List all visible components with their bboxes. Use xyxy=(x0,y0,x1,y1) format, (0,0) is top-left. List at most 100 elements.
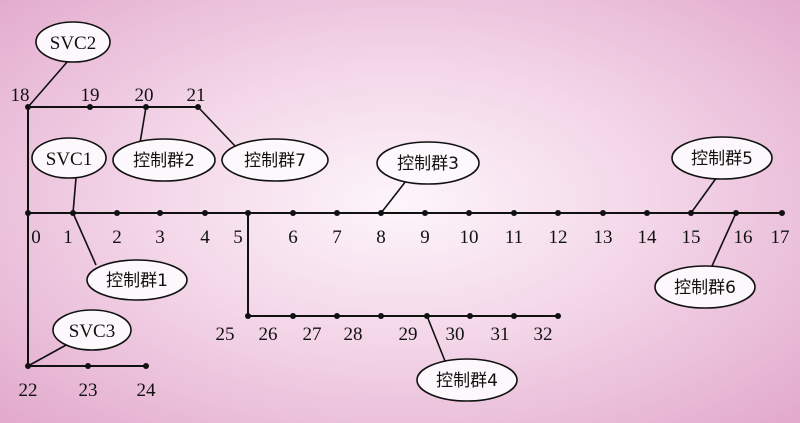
svc1-label: SVC1 xyxy=(46,149,92,170)
node-28-dot xyxy=(378,313,384,319)
node-11-dot xyxy=(511,210,517,216)
leader-group3 xyxy=(380,180,407,214)
group7-ellipse xyxy=(221,138,329,182)
node-1-dot xyxy=(70,210,76,216)
node-label-11: 11 xyxy=(505,227,523,248)
leader-group1 xyxy=(72,212,97,266)
leader-svc2 xyxy=(27,60,69,108)
group4-callout: 控制群4 xyxy=(416,358,518,402)
group4-ellipse xyxy=(416,358,518,402)
svc2-callout: SVC2 xyxy=(35,21,111,63)
node-label-30: 30 xyxy=(446,324,465,345)
node-25-dot xyxy=(245,313,251,319)
node-4-dot xyxy=(202,210,208,216)
node-13-dot xyxy=(600,210,606,216)
group6-label: 控制群6 xyxy=(674,278,736,298)
node-label-7: 7 xyxy=(332,227,342,248)
node-5-dot xyxy=(245,210,251,216)
node-label-31: 31 xyxy=(491,324,510,345)
node-label-27: 27 xyxy=(303,324,322,345)
node-9-dot xyxy=(422,210,428,216)
node-label-9: 9 xyxy=(420,227,430,248)
node-label-4: 4 xyxy=(200,227,210,248)
node-30-dot xyxy=(467,313,473,319)
group6-callout: 控制群6 xyxy=(654,265,756,309)
group2-label: 控制群2 xyxy=(133,151,195,171)
node-label-16: 16 xyxy=(734,227,753,248)
node-24-dot xyxy=(143,363,149,369)
group3-callout: 控制群3 xyxy=(376,141,480,185)
node-label-6: 6 xyxy=(288,227,298,248)
node-14-dot xyxy=(644,210,650,216)
node-17-dot xyxy=(779,210,785,216)
node-7-dot xyxy=(334,210,340,216)
group5-callout: 控制群5 xyxy=(671,136,773,180)
svc3-ellipse xyxy=(52,309,132,351)
svc1-callout: SVC1 xyxy=(31,137,107,179)
node-3-dot xyxy=(157,210,163,216)
bus-nodes xyxy=(25,104,785,369)
leader-lines xyxy=(27,60,737,367)
svc3-callout: SVC3 xyxy=(52,309,132,351)
svc2-label: SVC2 xyxy=(50,33,96,54)
node-label-20: 20 xyxy=(135,85,154,106)
group4-label: 控制群4 xyxy=(436,371,498,391)
node-label-15: 15 xyxy=(682,227,701,248)
node-label-32: 32 xyxy=(534,324,553,345)
node-label-19: 19 xyxy=(81,85,100,106)
node-label-18: 18 xyxy=(11,85,30,106)
node-29-dot xyxy=(424,313,430,319)
node-27-dot xyxy=(334,313,340,319)
group6-ellipse xyxy=(654,265,756,309)
node-10-dot xyxy=(466,210,472,216)
node-label-25: 25 xyxy=(216,324,235,345)
node-20-dot xyxy=(143,104,149,110)
node-label-5: 5 xyxy=(233,227,243,248)
node-19-dot xyxy=(87,104,93,110)
group3-label: 控制群3 xyxy=(397,154,459,174)
node-23-dot xyxy=(85,363,91,369)
group5-label: 控制群5 xyxy=(691,149,753,169)
node-label-24: 24 xyxy=(137,380,157,401)
node-label-28: 28 xyxy=(344,324,363,345)
node-16-dot xyxy=(733,210,739,216)
node-label-21: 21 xyxy=(187,85,206,106)
leader-group6 xyxy=(711,212,737,267)
node-label-22: 22 xyxy=(19,380,38,401)
leader-group4 xyxy=(426,315,446,362)
node-label-1: 1 xyxy=(63,227,73,248)
leader-svc1 xyxy=(72,177,77,214)
node-label-26: 26 xyxy=(259,324,278,345)
svc3-label: SVC3 xyxy=(69,321,115,342)
node-18-dot xyxy=(25,104,31,110)
node-label-2: 2 xyxy=(112,227,122,248)
leader-svc3 xyxy=(27,343,69,367)
leader-group2 xyxy=(139,106,147,144)
group1-ellipse xyxy=(86,259,188,301)
node-26-dot xyxy=(290,313,296,319)
feeder-lines xyxy=(27,106,782,367)
group2-ellipse xyxy=(112,138,216,182)
node-label-0: 0 xyxy=(31,227,41,248)
group3-ellipse xyxy=(376,141,480,185)
node-12-dot xyxy=(555,210,561,216)
group7-label: 控制群7 xyxy=(244,151,306,171)
node-label-8: 8 xyxy=(376,227,386,248)
node-22-dot xyxy=(25,363,31,369)
node-31-dot xyxy=(511,313,517,319)
group1-label: 控制群1 xyxy=(106,271,168,291)
node-15-dot xyxy=(688,210,694,216)
leader-group7 xyxy=(197,106,237,148)
node-label-14: 14 xyxy=(638,227,658,248)
node-label-13: 13 xyxy=(594,227,613,248)
group1-callout: 控制群1 xyxy=(86,259,188,301)
node-32-dot xyxy=(555,313,561,319)
node-6-dot xyxy=(290,210,296,216)
group7-callout: 控制群7 xyxy=(221,138,329,182)
leader-group5 xyxy=(690,176,718,214)
node-8-dot xyxy=(378,210,384,216)
node-21-dot xyxy=(195,104,201,110)
svc1-ellipse xyxy=(31,137,107,179)
node-label-23: 23 xyxy=(79,380,98,401)
